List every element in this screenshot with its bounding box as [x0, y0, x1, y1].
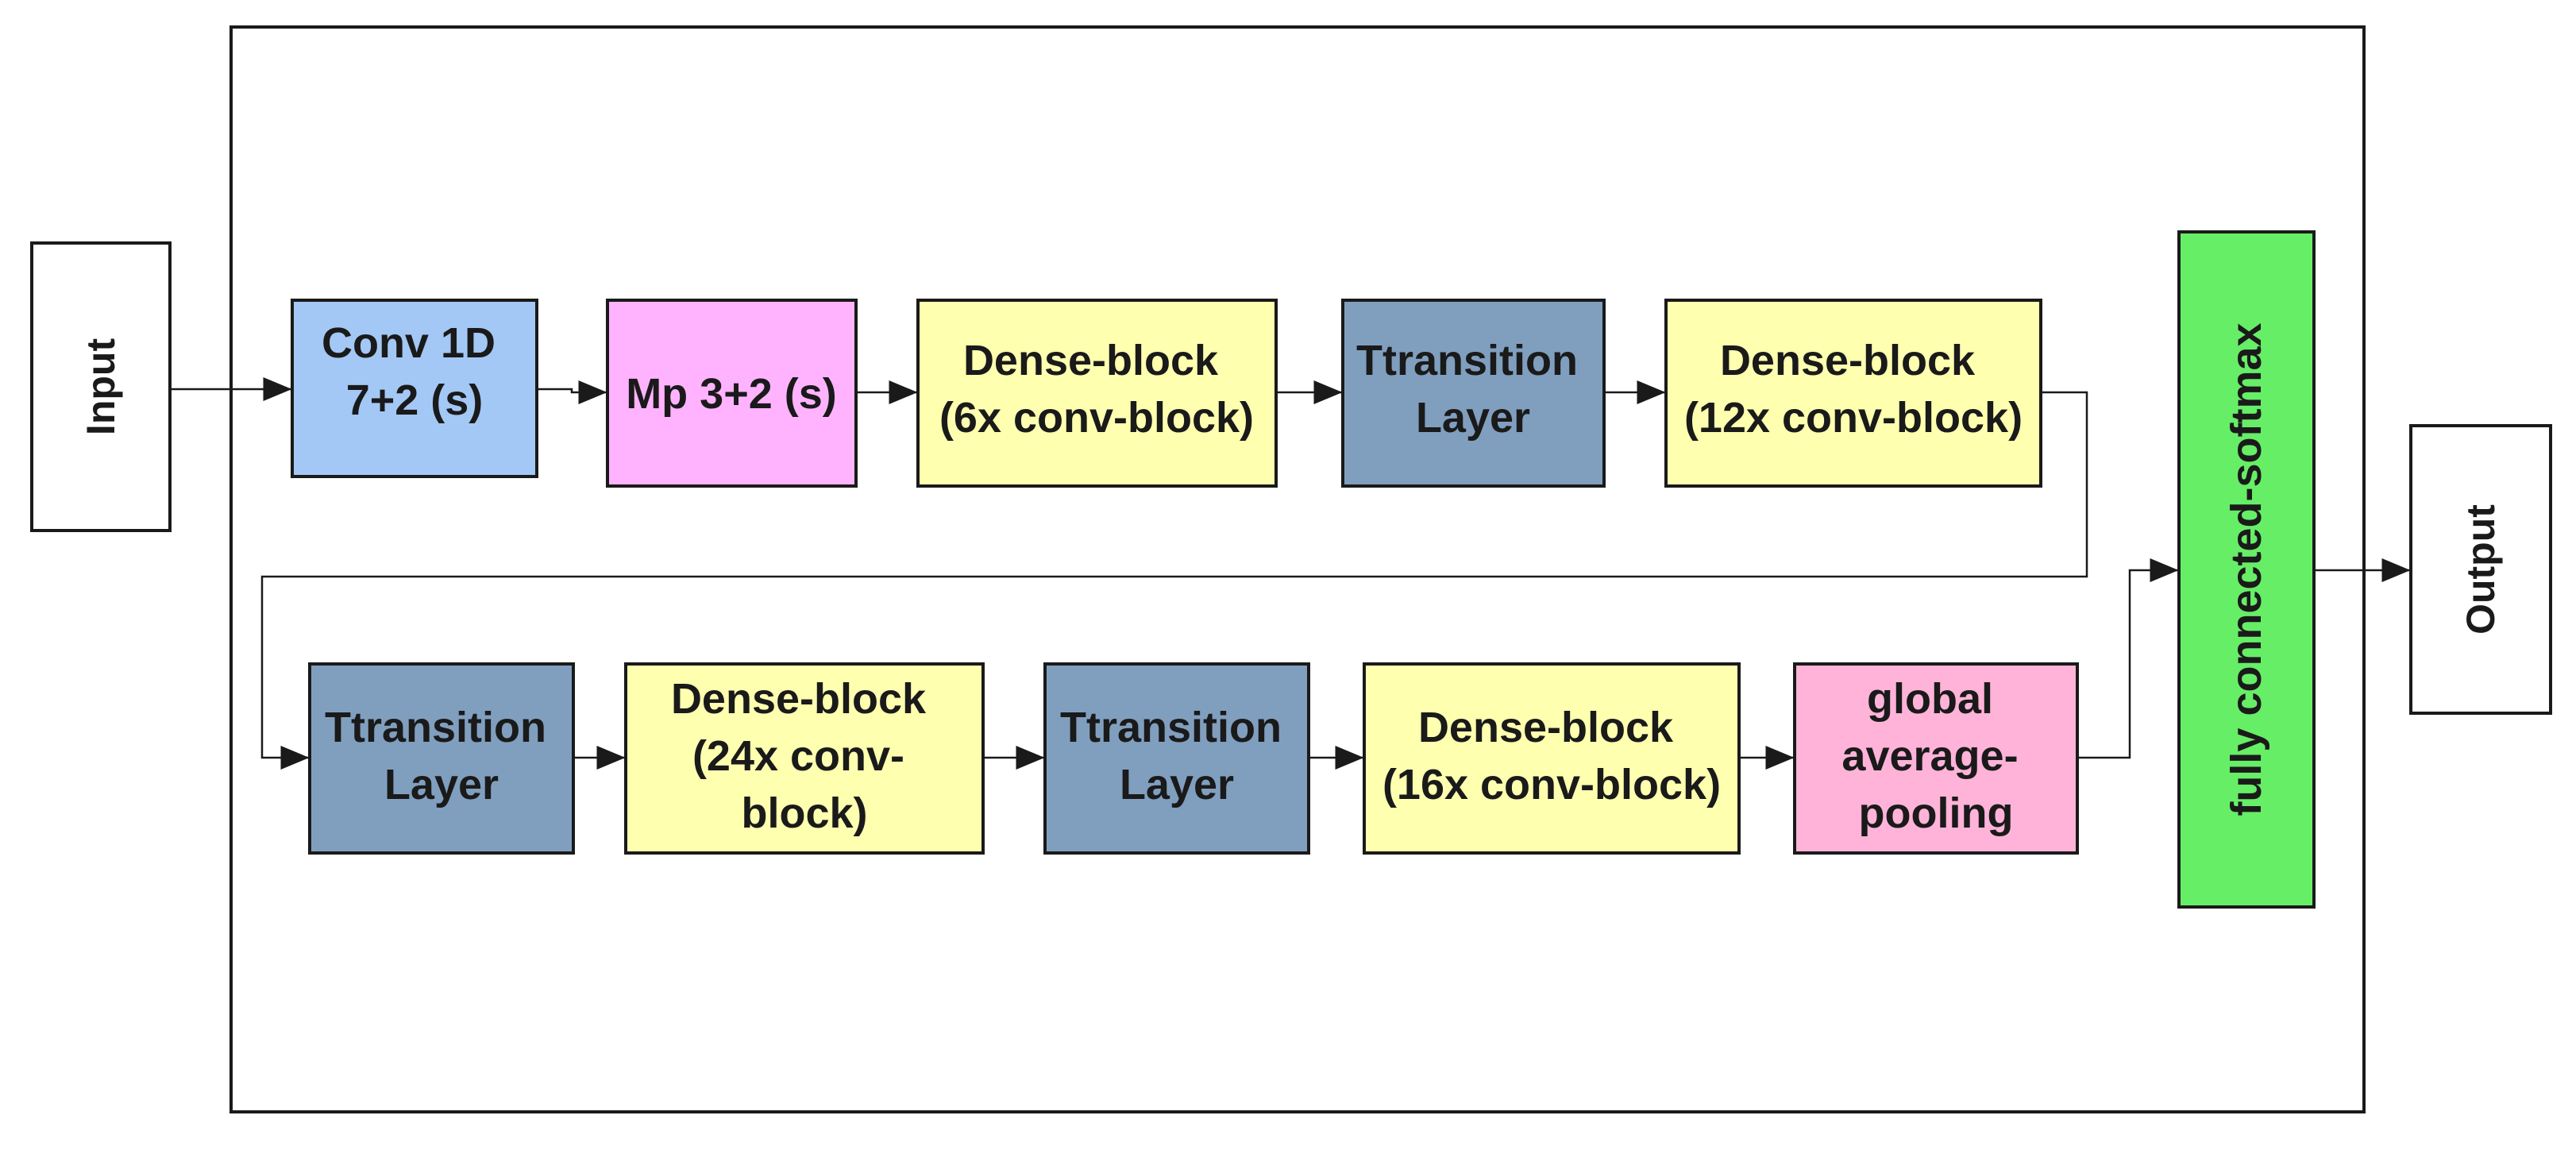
dense12-label: Dense-block (12x conv-block) — [1684, 337, 2023, 442]
trans2-box — [308, 662, 575, 855]
dense16-node: Dense-block (16x conv-block) — [1363, 662, 1741, 855]
network-frame — [229, 25, 2366, 1113]
output-node: Output — [2409, 424, 2552, 715]
dense16-label: Dense-block (16x conv-block) — [1382, 704, 1721, 808]
input-box — [30, 241, 172, 532]
conv1d-box — [291, 299, 538, 478]
dense24-box — [624, 662, 985, 855]
trans1-node: Ttransition Layer — [1341, 299, 1606, 488]
input-label: Input — [79, 338, 123, 436]
dense24-label: Dense-block (24x conv- block) — [671, 675, 938, 837]
gap-node: global average- pooling — [1793, 662, 2079, 855]
trans2-label: Ttransition Layer — [325, 704, 558, 808]
dense6-label: Dense-block (6x conv-block) — [939, 337, 1254, 442]
arrow-gap-to-fc — [2077, 558, 2179, 759]
conv1d-node: Conv 1D 7+2 (s) — [291, 299, 538, 478]
dense16-box — [1363, 662, 1741, 855]
dense16-label-line2: (16x conv-block) — [1382, 761, 1721, 808]
gap-box — [1793, 662, 2079, 855]
conv1d-label-line2: 7+2 (s) — [346, 376, 484, 424]
trans3-label: Ttransition Layer — [1060, 704, 1294, 808]
trans2-label-line2: Layer — [384, 761, 499, 808]
dense12-label-line1: Dense-block — [1720, 337, 1976, 384]
trans3-box — [1043, 662, 1310, 855]
trans1-box — [1341, 299, 1606, 488]
output-box — [2409, 424, 2552, 715]
maxpool-label: Mp 3+2 (s) — [626, 370, 837, 418]
gap-label-line3: pooling — [1859, 789, 2014, 837]
gap-label: global average- pooling — [1841, 675, 2030, 837]
dense12-label-line2: (12x conv-block) — [1684, 394, 2023, 442]
row1-blocks: Conv 1D 7+2 (s) Mp 3+2 (s) Dense-block (… — [291, 299, 2042, 488]
fc-softmax-box — [2177, 230, 2316, 909]
arrow-dense12-to-trans2 — [260, 391, 2088, 770]
trans1-label: Ttransition Layer — [1356, 337, 1590, 442]
conv1d-label-line1: Conv 1D — [322, 319, 496, 367]
dense6-box — [916, 299, 1278, 488]
trans3-label-line2: Layer — [1120, 761, 1234, 808]
dense24-label-line1: Dense-block — [671, 675, 927, 723]
dense12-box — [1664, 299, 2042, 488]
output-label: Output — [2458, 504, 2503, 635]
gap-label-line2: average- — [1841, 732, 2018, 780]
input-node: Input — [30, 241, 172, 532]
dense6-label-line1: Dense-block — [963, 337, 1219, 384]
trans1-label-line1: Ttransition — [1356, 337, 1578, 384]
trans2-node: Ttransition Layer — [308, 662, 575, 855]
dense12-node: Dense-block (12x conv-block) — [1664, 299, 2042, 488]
fc-softmax-label: fully connected-softmax — [2223, 322, 2270, 816]
fc-softmax-node: fully connected-softmax — [2177, 230, 2316, 909]
dense6-node: Dense-block (6x conv-block) — [916, 299, 1278, 488]
conv1d-label: Conv 1D 7+2 (s) — [322, 319, 507, 424]
trans2-label-line1: Ttransition — [325, 704, 546, 751]
dense24-node: Dense-block (24x conv- block) — [624, 662, 985, 855]
row2-blocks: Ttransition Layer Dense-block (24x conv-… — [308, 662, 2079, 855]
trans3-node: Ttransition Layer — [1043, 662, 1310, 855]
gap-label-line1: global — [1867, 675, 1993, 723]
arrow-conv1d-to-maxpool — [537, 380, 607, 404]
dense16-label-line1: Dense-block — [1418, 704, 1674, 751]
maxpool-node: Mp 3+2 (s) — [606, 299, 858, 488]
dense6-label-line2: (6x conv-block) — [939, 394, 1254, 442]
connectors — [170, 377, 2411, 770]
trans3-label-line1: Ttransition — [1060, 704, 1282, 751]
trans1-label-line2: Layer — [1416, 394, 1530, 442]
dense24-label-line3: block) — [741, 789, 867, 837]
maxpool-box — [606, 299, 858, 488]
dense24-label-line2: (24x conv- — [692, 732, 904, 780]
